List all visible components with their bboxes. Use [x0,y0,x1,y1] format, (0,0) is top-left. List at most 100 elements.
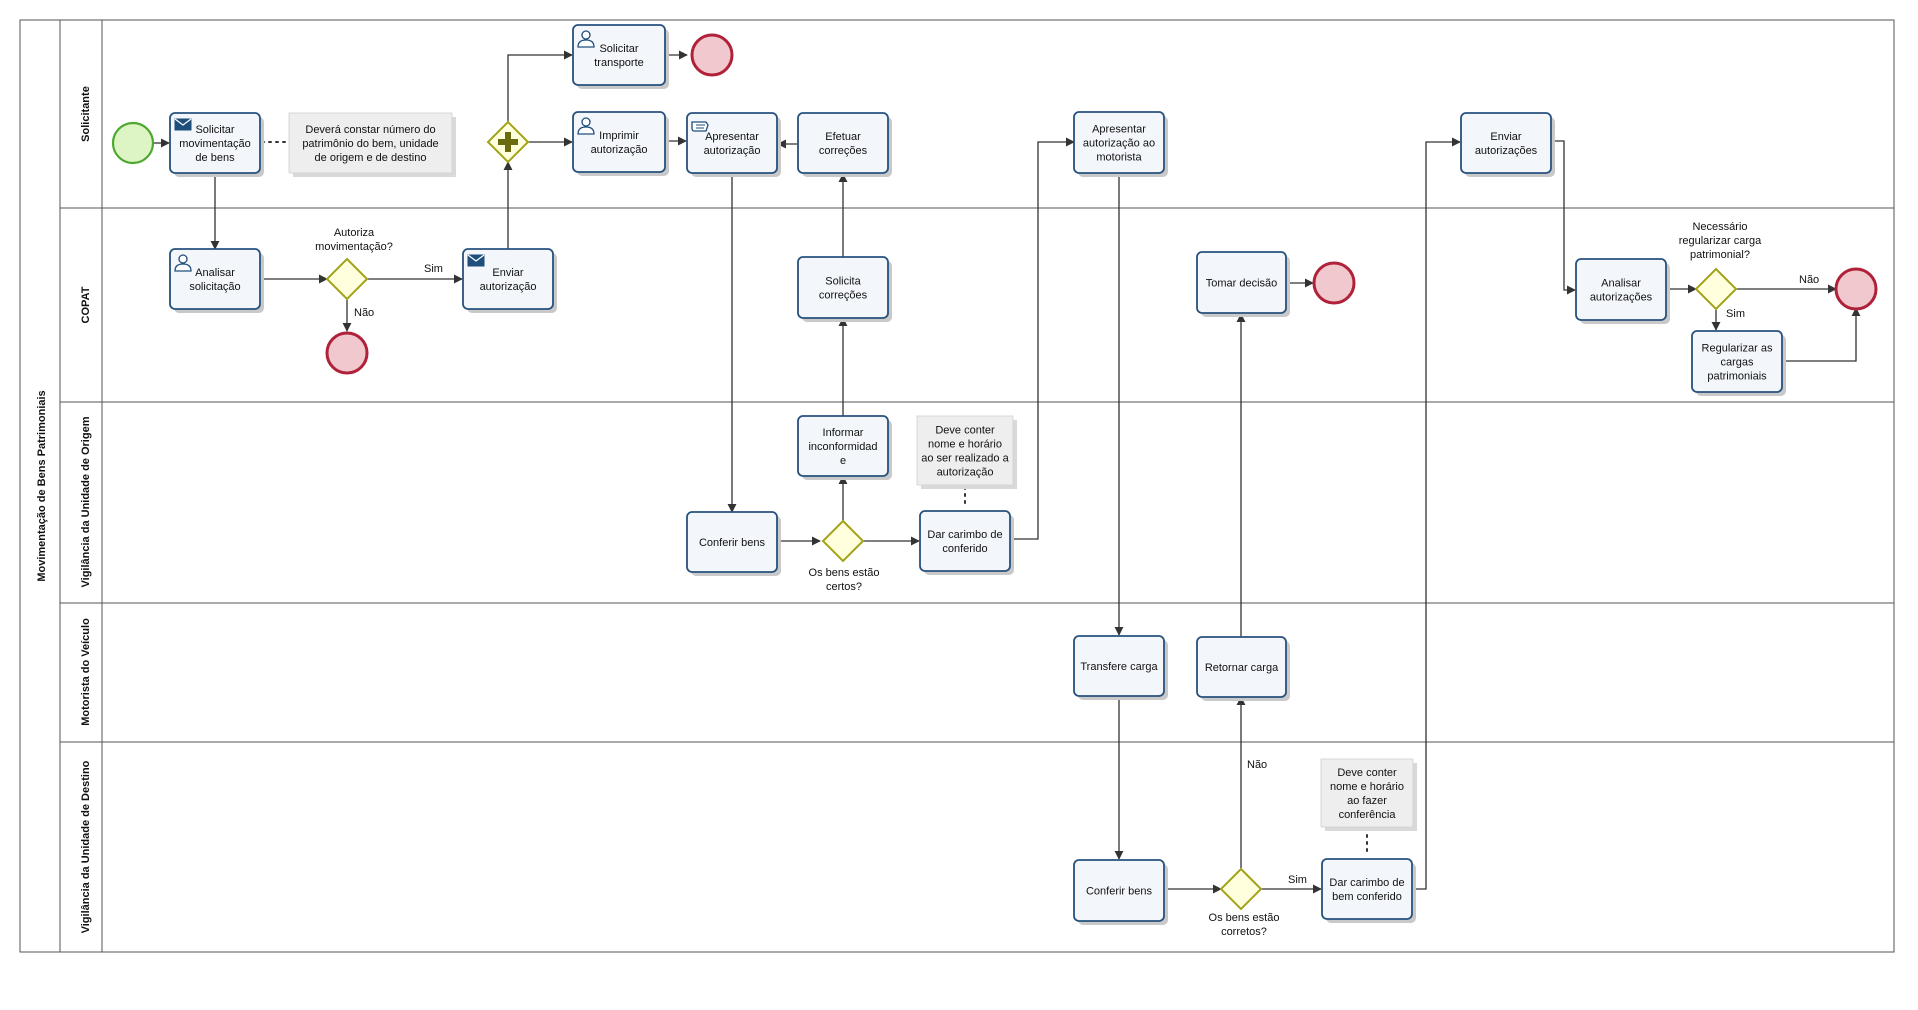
task-label-line: autorização [480,281,537,293]
user-icon [577,117,595,135]
task-carimbo-origem[interactable]: Dar carimbo de conferido [919,510,1014,575]
task-label-line: Enviar [492,267,524,279]
gateway-label-regularizar-carga: patrimonial? [1690,249,1750,261]
annotation-text-line: Deve conter [935,425,995,437]
end-event-nao-autoriza[interactable] [325,331,369,375]
task-label-line: Analisar [1601,278,1641,290]
task-label-line: Enviar [1490,131,1522,143]
task-label-line: motorista [1096,152,1142,164]
task-conferir-destino[interactable]: Conferir bens [1073,859,1168,925]
task-regularizar[interactable]: Regularizar as cargas patrimoniais [1691,330,1786,396]
envelope-icon [467,254,485,267]
task-label-line: Solicitar [195,124,234,136]
task-retornar[interactable]: Retornar carga [1196,636,1290,701]
task-label-line: autorização [591,144,648,156]
task-enviar-aut[interactable]: Enviar autorização [462,248,557,313]
lane-label-solicitante: Solicitante [80,86,92,142]
task-label-line: e [840,455,846,467]
pool-title: Movimentação de Bens Patrimoniais [36,390,48,581]
task-label-line: Dar carimbo de [1329,877,1404,889]
task-transfere[interactable]: Transfere carga [1073,635,1168,700]
task-label-line: correções [819,145,868,157]
gateway-label-bens-certos: Os bens estão [809,567,880,579]
task-apresentar[interactable]: Apresentar autorização [686,112,781,177]
task-label-line: Solicitar [599,43,638,55]
end-event-tomar-decisao[interactable] [1312,261,1356,305]
lane-label-vigilancia-destino: Vigilância da Unidade de Destino [80,760,92,933]
gateway-regularizar[interactable] [1694,267,1738,311]
task-label-line: movimentação [179,138,251,150]
tasks: Solicitar movimentação de bens Solicitar tra… [169,24,1786,925]
flow-label-nao: Não [1799,274,1819,286]
lanes: Solicitante COPAT Vigilância da Unidade … [60,86,1894,933]
flow-label-sim: Sim [424,263,443,275]
annotation-text-line: nome e horário [928,439,1002,451]
flow-label-sim: Sim [1726,308,1745,320]
task-label-line: autorização ao [1083,138,1155,150]
user-icon [577,30,595,48]
gateway-label-bens-corretos: Os bens estão [1209,912,1280,924]
task-label-line: Efetuar [825,131,861,143]
task-label-line: autorização [704,145,761,157]
annotation-text-line: autorização [937,467,994,479]
task-label-line: inconformidad [808,441,877,453]
task-label-line: Apresentar [705,131,759,143]
gateways [325,120,1738,911]
end-event-regularizacao[interactable] [1834,267,1878,311]
gateway-label-bens-corretos: corretos? [1221,926,1267,938]
associations [261,141,1368,857]
gateway-label-regularizar-carga: Necessário [1692,221,1747,233]
start-event[interactable] [111,121,155,165]
task-label-line: correções [819,290,868,302]
task-solicitar-mov[interactable]: Solicitar movimentação de bens [169,112,264,177]
task-label-line: cargas [1720,357,1754,369]
task-carimbo-destino[interactable]: Dar carimbo de bem conferido [1321,858,1416,923]
task-label-line: de bens [195,152,235,164]
lane-label-motorista: Motorista do Veículo [80,618,92,726]
lane-label-vigilancia-origem: Vigilância da Unidade de Origem [80,416,92,587]
task-label-line: conferido [942,543,987,555]
task-analisar-auts[interactable]: Analisar autorizações [1575,258,1670,324]
task-label-line: patrimoniais [1707,371,1767,383]
task-label-line: Conferir bens [1086,886,1153,898]
task-solicitar-transp[interactable]: Solicitar transporte [572,24,669,89]
gateway-label-bens-certos: certos? [826,581,862,593]
task-efetuar[interactable]: Efetuar correções [797,112,892,177]
task-label-line: Regularizar as [1702,343,1773,355]
task-conferir-origem[interactable]: Conferir bens [686,511,781,576]
task-label-line: autorizações [1590,292,1653,304]
task-analisar-sol[interactable]: Analisar solicitação [169,248,264,313]
task-tomar[interactable]: Tomar decisão [1196,251,1290,317]
plus-icon [498,132,518,152]
annotation-text-line: Deve conter [1337,767,1397,779]
annotation-text-line: ao fazer [1347,795,1387,807]
annotation-text-line: ao ser realizado a [921,453,1009,465]
gateway-bens-certos[interactable] [821,519,865,563]
task-label-line: Tomar decisão [1206,278,1278,290]
annotation-nome-horario-origem: Deve conter nome e horário ao ser realizad… [916,415,1017,489]
flow-labels: Sim Não Não Sim Não Sim [354,263,1819,886]
flow-label-nao: Não [354,307,374,319]
gateway-autoriza[interactable] [325,257,369,301]
gateway-label-regularizar-carga: regularizar carga [1679,235,1762,247]
task-label-line: Analisar [195,267,235,279]
gateway-bens-corretos[interactable] [1219,867,1263,911]
end-event-transporte[interactable] [690,33,734,77]
task-label-line: solicitação [189,281,240,293]
user-icon [174,254,192,272]
task-label-line: Dar carimbo de [927,529,1002,541]
annotation-text-line: patrimônio do bem, unidade [302,138,438,150]
annotation-text-line: Deverá constar número do [305,124,435,136]
task-label-line: transporte [594,57,644,69]
task-label-line: bem conferido [1332,891,1402,903]
annotation-numero-patrimonio: Deverá constar número do patrimônio do be… [288,112,456,177]
annotation-text-line: de origem e de destino [315,152,427,164]
flow-label-sim: Sim [1288,874,1307,886]
